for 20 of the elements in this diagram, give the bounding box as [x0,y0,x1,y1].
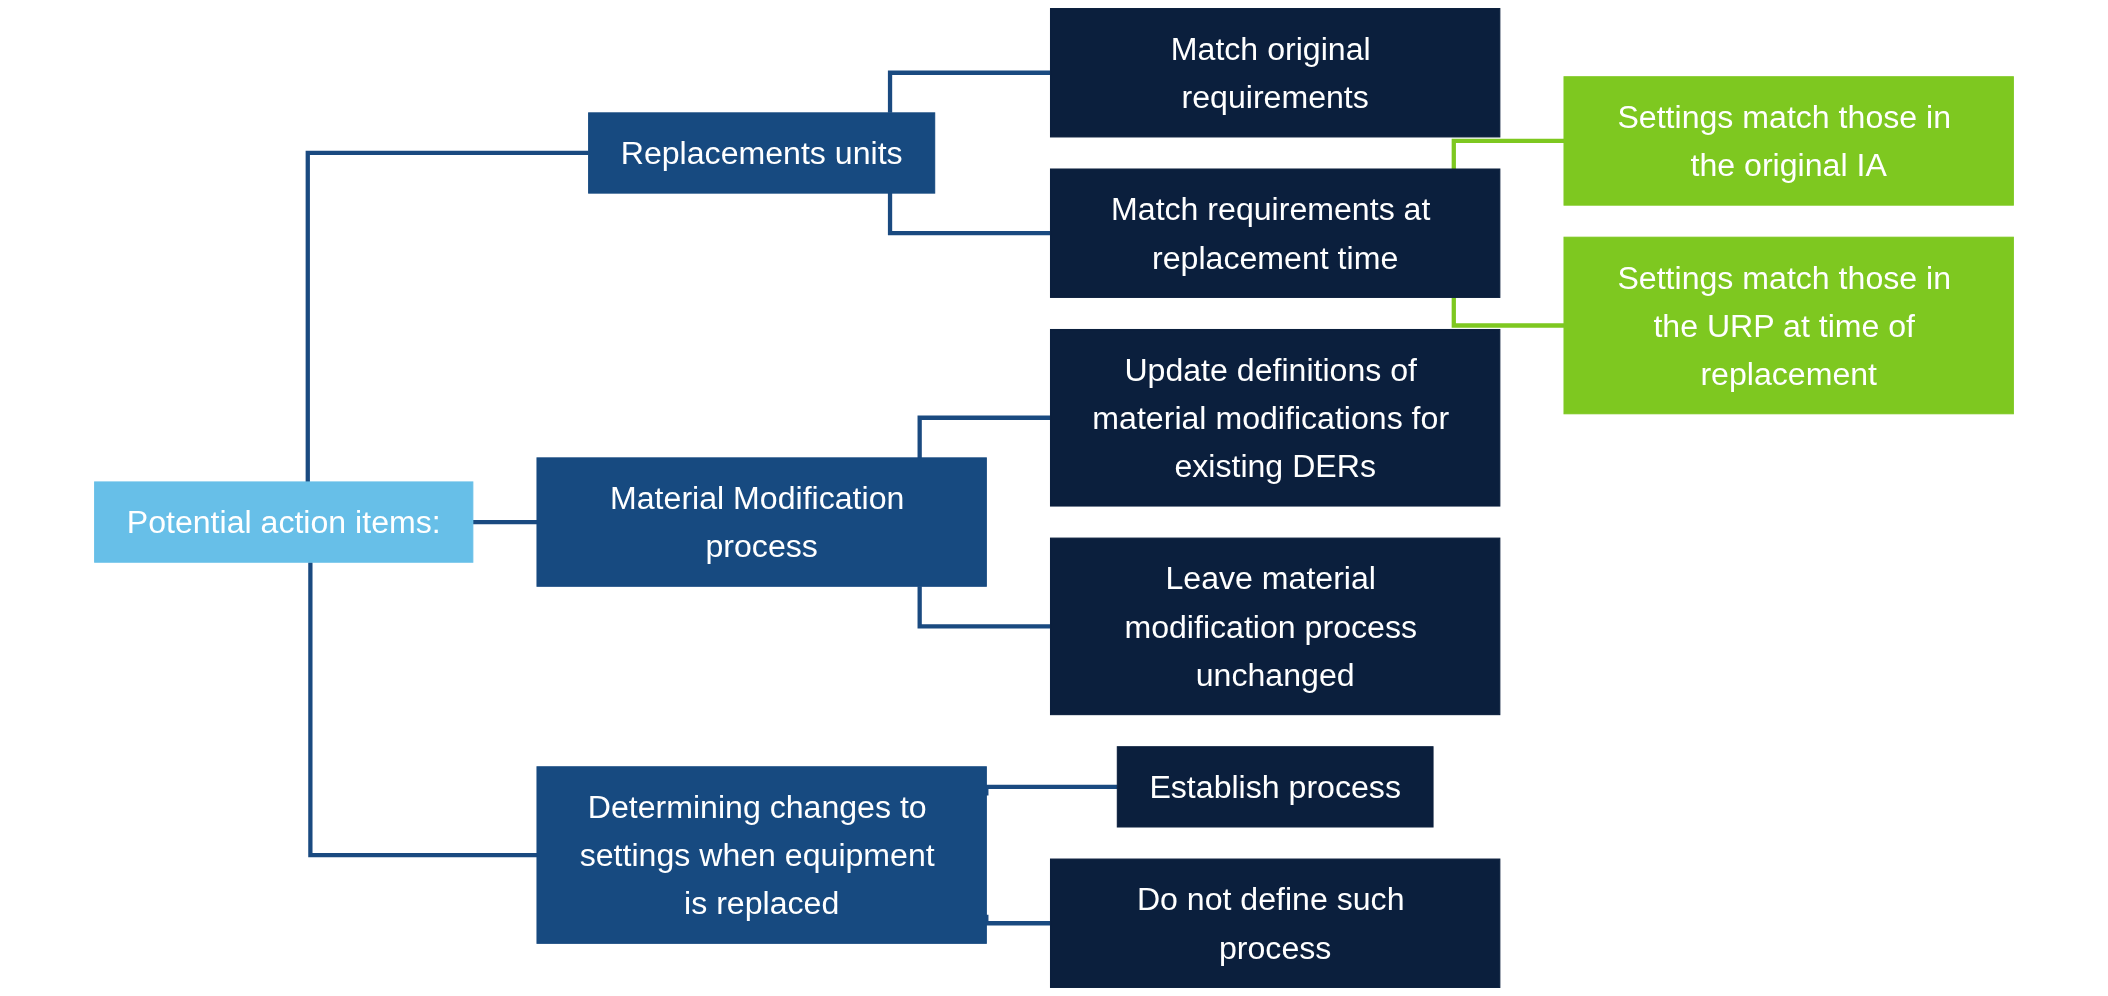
connector [887,70,1051,113]
node-box: Leave material modification process unchanged [1049,537,1501,716]
node-box: Settings match those in the original IA [1563,76,2014,206]
node-box: Update definitions of material modifications for existing DERs [1049,328,1501,507]
node-box: Do not define such process [1049,858,1501,988]
node-box: Match original requirements [1049,8,1501,138]
connector [305,150,589,482]
node-box: Settings match those in the URP at time of replacement [1563,236,2014,415]
connector [1451,138,1565,170]
node-box: Replacements units [588,112,936,194]
node-box: Match requirements at replacement time [1049,168,1501,298]
node-box: Material Modification process [536,457,987,587]
connector [887,193,1051,236]
connector [917,415,1051,458]
node-box: Determining changes to settings when equipment is replaced [536,766,987,944]
connector [308,562,537,858]
node-box: Potential action items: [94,481,474,563]
connector [917,586,1051,629]
node-box: Establish process [1116,746,1434,828]
connector [1451,297,1565,328]
